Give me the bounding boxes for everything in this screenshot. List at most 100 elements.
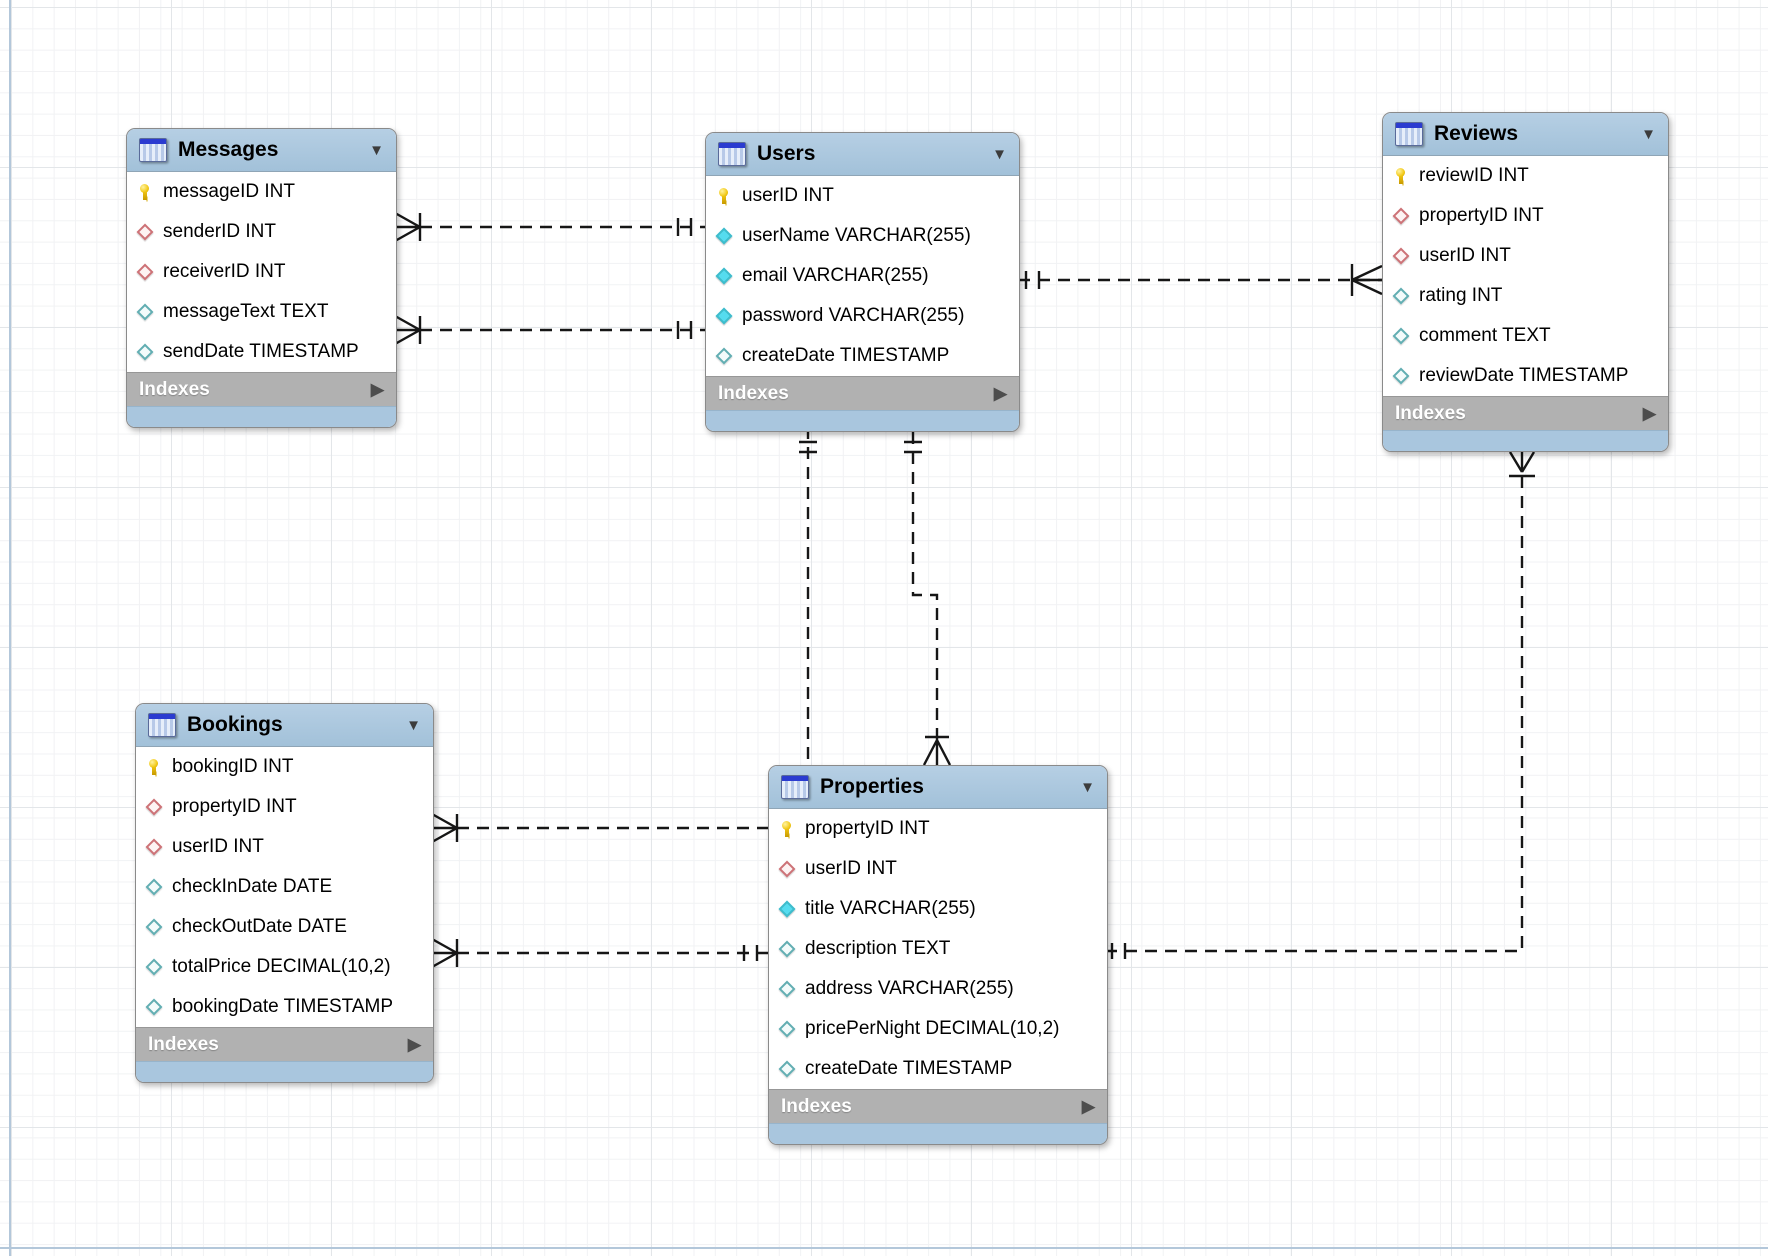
- column-label: pricePerNight DECIMAL(10,2): [805, 1018, 1060, 1039]
- table-row[interactable]: totalPrice DECIMAL(10,2): [136, 947, 433, 987]
- column-diamond-icon: [779, 941, 795, 957]
- table-bottom-strip: [706, 410, 1019, 431]
- table-row[interactable]: receiverID INT: [127, 252, 396, 292]
- column-label: rating INT: [1419, 285, 1503, 306]
- table-row[interactable]: rating INT: [1383, 276, 1668, 316]
- expand-triangle-icon[interactable]: ▶: [370, 379, 384, 399]
- column-diamond-icon: [779, 1061, 795, 1077]
- column-diamond-icon: [1393, 328, 1409, 344]
- table-row[interactable]: messageID INT: [127, 172, 396, 212]
- indexes-bar[interactable]: Indexes ▶: [136, 1027, 433, 1061]
- column-diamond-icon: [146, 999, 162, 1015]
- indexes-label: Indexes: [1395, 402, 1466, 424]
- collapse-triangle-icon[interactable]: ▼: [369, 141, 384, 159]
- relationship-bookings-properties[interactable]: [431, 937, 768, 969]
- table-icon: [139, 138, 167, 162]
- primary-key-icon: [716, 188, 732, 204]
- column-label: description TEXT: [805, 938, 951, 959]
- relationship-messages-users-sender[interactable]: [394, 211, 705, 243]
- table-row[interactable]: userID INT: [706, 176, 1019, 216]
- table-row[interactable]: messageText TEXT: [127, 292, 396, 332]
- foreign-key-icon: [779, 861, 795, 877]
- indexes-bar[interactable]: Indexes ▶: [127, 372, 396, 406]
- column-diamond-icon: [146, 959, 162, 975]
- table-row[interactable]: pricePerNight DECIMAL(10,2): [769, 1009, 1107, 1049]
- table-header[interactable]: Properties ▼: [769, 766, 1107, 809]
- table-row[interactable]: checkInDate DATE: [136, 867, 433, 907]
- indexes-bar[interactable]: Indexes ▶: [706, 376, 1019, 410]
- column-label: reviewDate TIMESTAMP: [1419, 365, 1629, 386]
- table-icon: [1395, 122, 1423, 146]
- table-row[interactable]: checkOutDate DATE: [136, 907, 433, 947]
- collapse-triangle-icon[interactable]: ▼: [1641, 125, 1656, 143]
- table-row[interactable]: userID INT: [136, 827, 433, 867]
- table-row[interactable]: comment TEXT: [1383, 316, 1668, 356]
- collapse-triangle-icon[interactable]: ▼: [992, 145, 1007, 163]
- table-row[interactable]: title VARCHAR(255): [769, 889, 1107, 929]
- column-label: userID INT: [805, 858, 897, 879]
- relationship-users-reviews[interactable]: [1018, 264, 1383, 296]
- indexes-bar[interactable]: Indexes ▶: [1383, 396, 1668, 430]
- table-users[interactable]: Users ▼ userID INT userName VARCHAR(255)…: [705, 132, 1020, 432]
- indexes-label: Indexes: [148, 1033, 219, 1055]
- column-label: messageID INT: [163, 181, 295, 202]
- relationship-messages-users-receiver[interactable]: [394, 314, 705, 346]
- column-diamond-icon: [779, 1021, 795, 1037]
- table-row[interactable]: sendDate TIMESTAMP: [127, 332, 396, 372]
- collapse-triangle-icon[interactable]: ▼: [406, 716, 421, 734]
- expand-triangle-icon[interactable]: ▶: [993, 383, 1007, 403]
- table-row[interactable]: propertyID INT: [136, 787, 433, 827]
- column-diamond-icon: [716, 228, 732, 244]
- table-bookings[interactable]: Bookings ▼ bookingID INT propertyID INT …: [135, 703, 434, 1083]
- foreign-key-icon: [146, 799, 162, 815]
- table-row[interactable]: email VARCHAR(255): [706, 256, 1019, 296]
- table-row[interactable]: reviewID INT: [1383, 156, 1668, 196]
- table-row[interactable]: password VARCHAR(255): [706, 296, 1019, 336]
- expand-triangle-icon[interactable]: ▶: [407, 1034, 421, 1054]
- table-row[interactable]: userID INT: [769, 849, 1107, 889]
- relationship-bookings-users[interactable]: [431, 432, 817, 844]
- column-label: receiverID INT: [163, 261, 286, 282]
- table-row[interactable]: bookingID INT: [136, 747, 433, 787]
- table-row[interactable]: createDate TIMESTAMP: [706, 336, 1019, 376]
- column-label: senderID INT: [163, 221, 276, 242]
- table-messages[interactable]: Messages ▼ messageID INT senderID INT re…: [126, 128, 397, 428]
- expand-triangle-icon[interactable]: ▶: [1642, 403, 1656, 423]
- column-diamond-icon: [146, 879, 162, 895]
- table-row[interactable]: description TEXT: [769, 929, 1107, 969]
- primary-key-icon: [1393, 168, 1409, 184]
- column-label: messageText TEXT: [163, 301, 329, 322]
- table-header[interactable]: Users ▼: [706, 133, 1019, 176]
- table-icon: [718, 142, 746, 166]
- table-row[interactable]: bookingDate TIMESTAMP: [136, 987, 433, 1027]
- table-header[interactable]: Messages ▼: [127, 129, 396, 172]
- table-row[interactable]: address VARCHAR(255): [769, 969, 1107, 1009]
- expand-triangle-icon[interactable]: ▶: [1081, 1096, 1095, 1116]
- table-header[interactable]: Bookings ▼: [136, 704, 433, 747]
- column-label: propertyID INT: [805, 818, 930, 839]
- column-label: propertyID INT: [172, 796, 297, 817]
- table-row[interactable]: senderID INT: [127, 212, 396, 252]
- table-properties[interactable]: Properties ▼ propertyID INT userID INT t…: [768, 765, 1108, 1145]
- table-row[interactable]: propertyID INT: [769, 809, 1107, 849]
- table-bottom-strip: [136, 1061, 433, 1082]
- relationship-properties-users[interactable]: [904, 432, 952, 766]
- table-bottom-strip: [127, 406, 396, 427]
- table-row[interactable]: userID INT: [1383, 236, 1668, 276]
- relationship-reviews-properties[interactable]: [1106, 451, 1536, 959]
- indexes-bar[interactable]: Indexes ▶: [769, 1089, 1107, 1123]
- collapse-triangle-icon[interactable]: ▼: [1080, 778, 1095, 796]
- table-header[interactable]: Reviews ▼: [1383, 113, 1668, 156]
- table-reviews[interactable]: Reviews ▼ reviewID INT propertyID INT us…: [1382, 112, 1669, 452]
- column-label: password VARCHAR(255): [742, 305, 965, 326]
- column-diamond-icon: [716, 308, 732, 324]
- table-bottom-strip: [769, 1123, 1107, 1144]
- table-row[interactable]: userName VARCHAR(255): [706, 216, 1019, 256]
- table-row[interactable]: propertyID INT: [1383, 196, 1668, 236]
- indexes-label: Indexes: [718, 382, 789, 404]
- table-title: Properties: [820, 775, 924, 798]
- table-row[interactable]: createDate TIMESTAMP: [769, 1049, 1107, 1089]
- column-label: email VARCHAR(255): [742, 265, 929, 286]
- table-row[interactable]: reviewDate TIMESTAMP: [1383, 356, 1668, 396]
